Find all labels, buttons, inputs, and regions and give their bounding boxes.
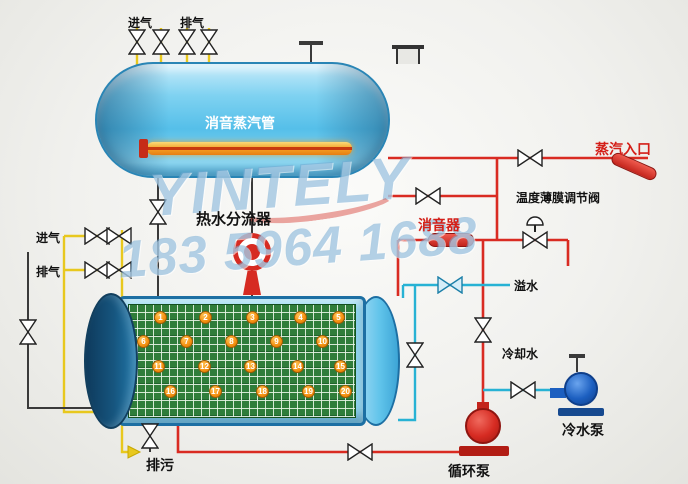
- steam-pipes: [176, 156, 648, 454]
- water-pipes: [398, 283, 562, 422]
- air-pipes: [62, 28, 211, 454]
- drain-dark-pipes: [27, 41, 585, 452]
- blowdown-arrow-icon: [127, 445, 142, 459]
